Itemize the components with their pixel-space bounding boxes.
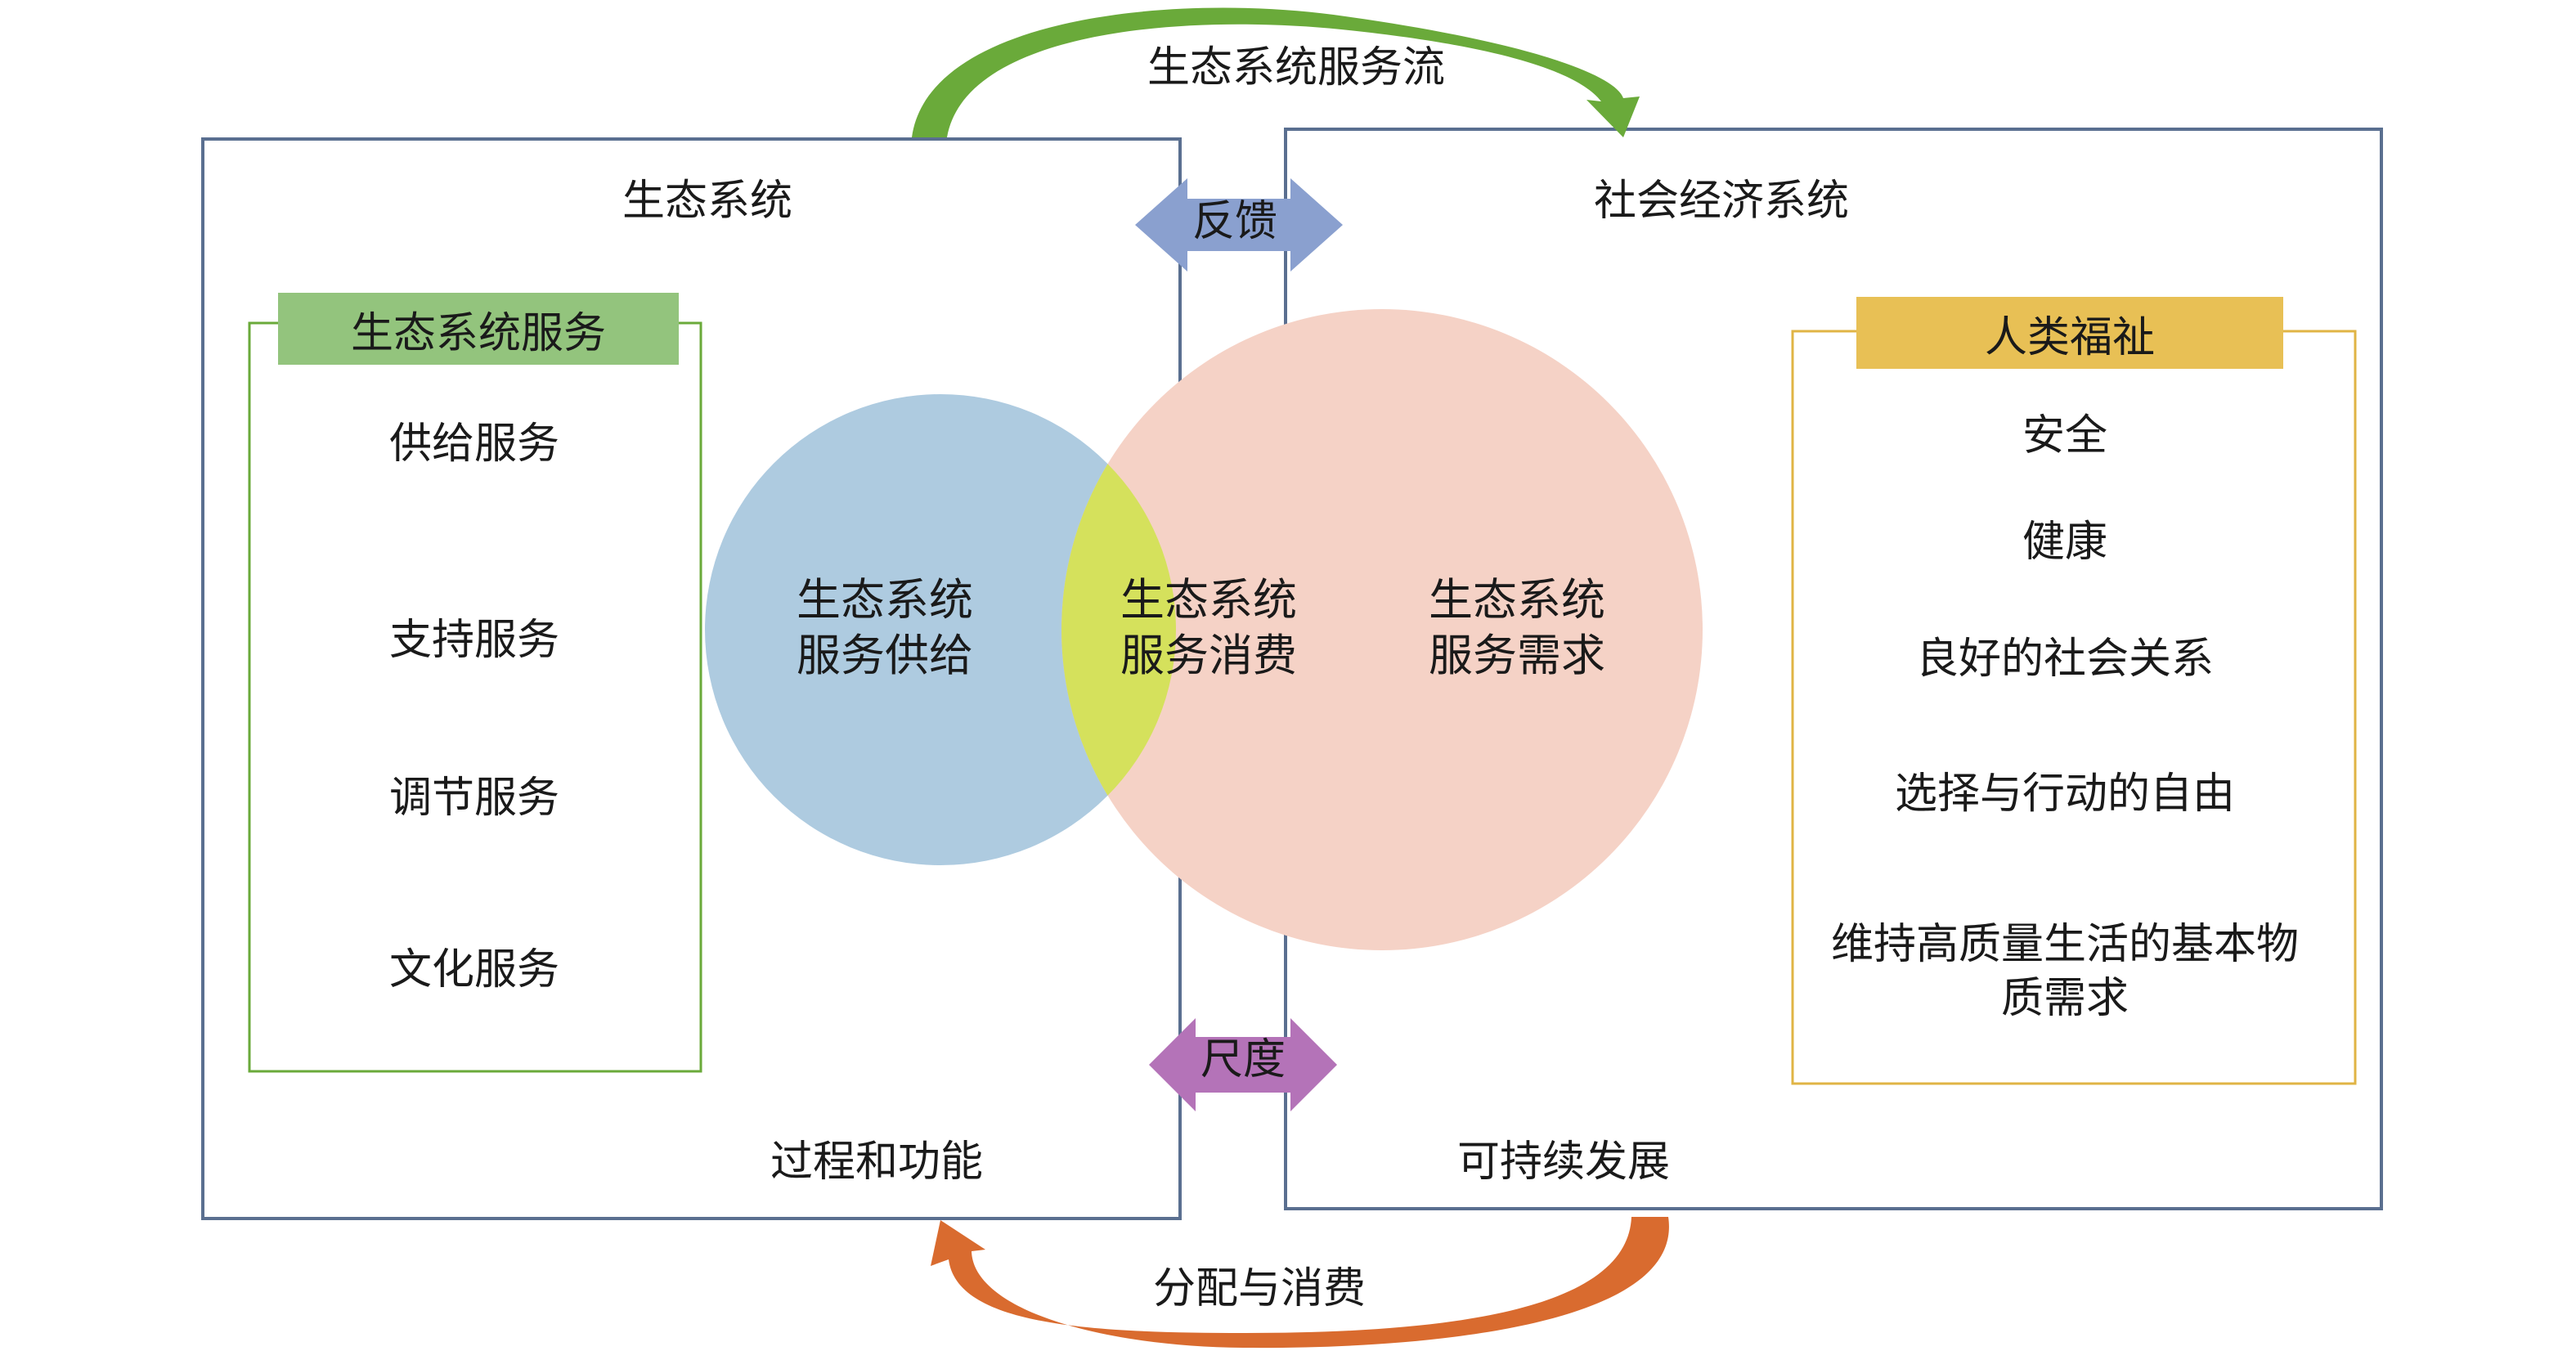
consumption-label-line1: 生态系统 <box>1120 574 1297 626</box>
services-header: 生态系统服务 <box>278 293 679 365</box>
scale-label: 尺度 <box>1200 1035 1286 1084</box>
supply-label-line2: 服务供给 <box>797 630 973 681</box>
socio-economic-footer: 可持续发展 <box>1456 1138 1671 1187</box>
wellbeing-item: 选择与行动的自由 <box>1894 770 2236 819</box>
supply-label-line1: 生态系统 <box>797 574 973 626</box>
service-item: 调节服务 <box>388 774 560 823</box>
ecosystem-footer: 过程和功能 <box>770 1138 984 1187</box>
supply-label: 生态系统 服务供给 <box>797 572 973 684</box>
feedback-label: 反馈 <box>1192 197 1278 246</box>
service-flow-arrow <box>912 7 1640 137</box>
demand-label-line1: 生态系统 <box>1429 574 1605 626</box>
wellbeing-header: 人类福祉 <box>1856 297 2283 369</box>
supply-circle <box>705 394 1176 865</box>
wellbeing-item: 健康 <box>2022 518 2108 567</box>
distribution-label: 分配与消费 <box>1152 1264 1367 1313</box>
wellbeing-item: 安全 <box>2022 411 2108 460</box>
wellbeing-item: 维持高质量生活的基本物质需求 <box>1830 920 2299 1023</box>
consumption-label-line2: 服务消费 <box>1120 630 1297 681</box>
wellbeing-item: 良好的社会关系 <box>1915 635 2215 684</box>
demand-circle <box>1061 309 1703 950</box>
socio-economic-title: 社会经济系统 <box>1593 177 1850 226</box>
feedback-double-arrow <box>1135 178 1343 272</box>
service-item: 文化服务 <box>388 945 560 994</box>
consumption-label: 生态系统 服务消费 <box>1120 572 1297 684</box>
demand-label-line2: 服务需求 <box>1429 630 1605 681</box>
demand-label: 生态系统 服务需求 <box>1429 572 1605 684</box>
service-item: 供给服务 <box>388 420 560 469</box>
ecosystem-title: 生态系统 <box>622 177 793 226</box>
service-flow-label: 生态系统服务流 <box>1147 43 1446 92</box>
scale-double-arrow <box>1149 1018 1337 1111</box>
service-item: 支持服务 <box>388 616 560 665</box>
